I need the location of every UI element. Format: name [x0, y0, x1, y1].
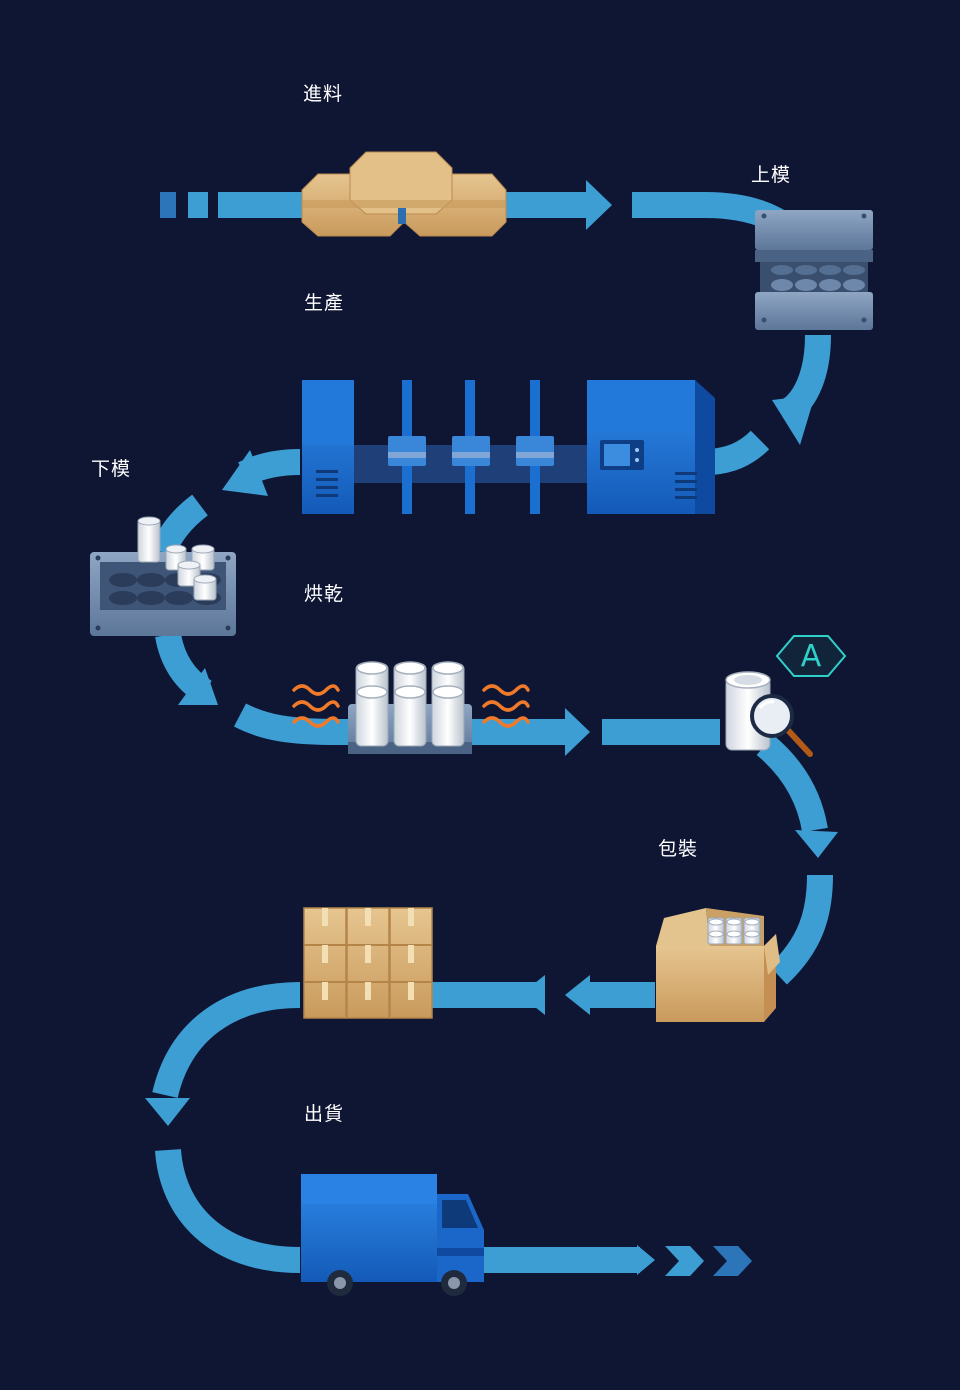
step-label-shipping: 出貨: [304, 1103, 345, 1125]
step-label-packaging: 包裝: [658, 838, 699, 860]
flow-arrow-path: [150, 192, 833, 1273]
inspection-magnifier-icon: [725, 671, 813, 757]
heat-wave-icon: [292, 684, 530, 728]
step-label-demolding: 下模: [91, 458, 132, 480]
stacked-cartons-icon: [303, 907, 433, 1019]
demolding-tray-icon: [90, 516, 236, 636]
raw-material-blocks-icon: [301, 151, 507, 237]
step-label-drying: 烘乾: [304, 583, 345, 605]
flow-end-chevrons: [665, 1246, 752, 1276]
step-label-production: 生產: [304, 292, 345, 314]
production-machine-icon: [302, 380, 715, 514]
quality-grade-badge-text: A: [800, 638, 822, 674]
delivery-truck-icon: [301, 1174, 484, 1296]
step-label-mold-loading: 上模: [751, 164, 792, 186]
cylinder-parts: [137, 516, 217, 601]
drying-heat-icon: [292, 661, 530, 754]
mold-loading-icon: [755, 210, 873, 330]
flow-arrowheads: [145, 180, 838, 1275]
flow-start-dashes: [160, 192, 208, 218]
step-label-feed: 進料: [303, 83, 344, 105]
quality-grade-badge-icon: [775, 635, 847, 677]
packaging-box-icon: [656, 908, 780, 1022]
